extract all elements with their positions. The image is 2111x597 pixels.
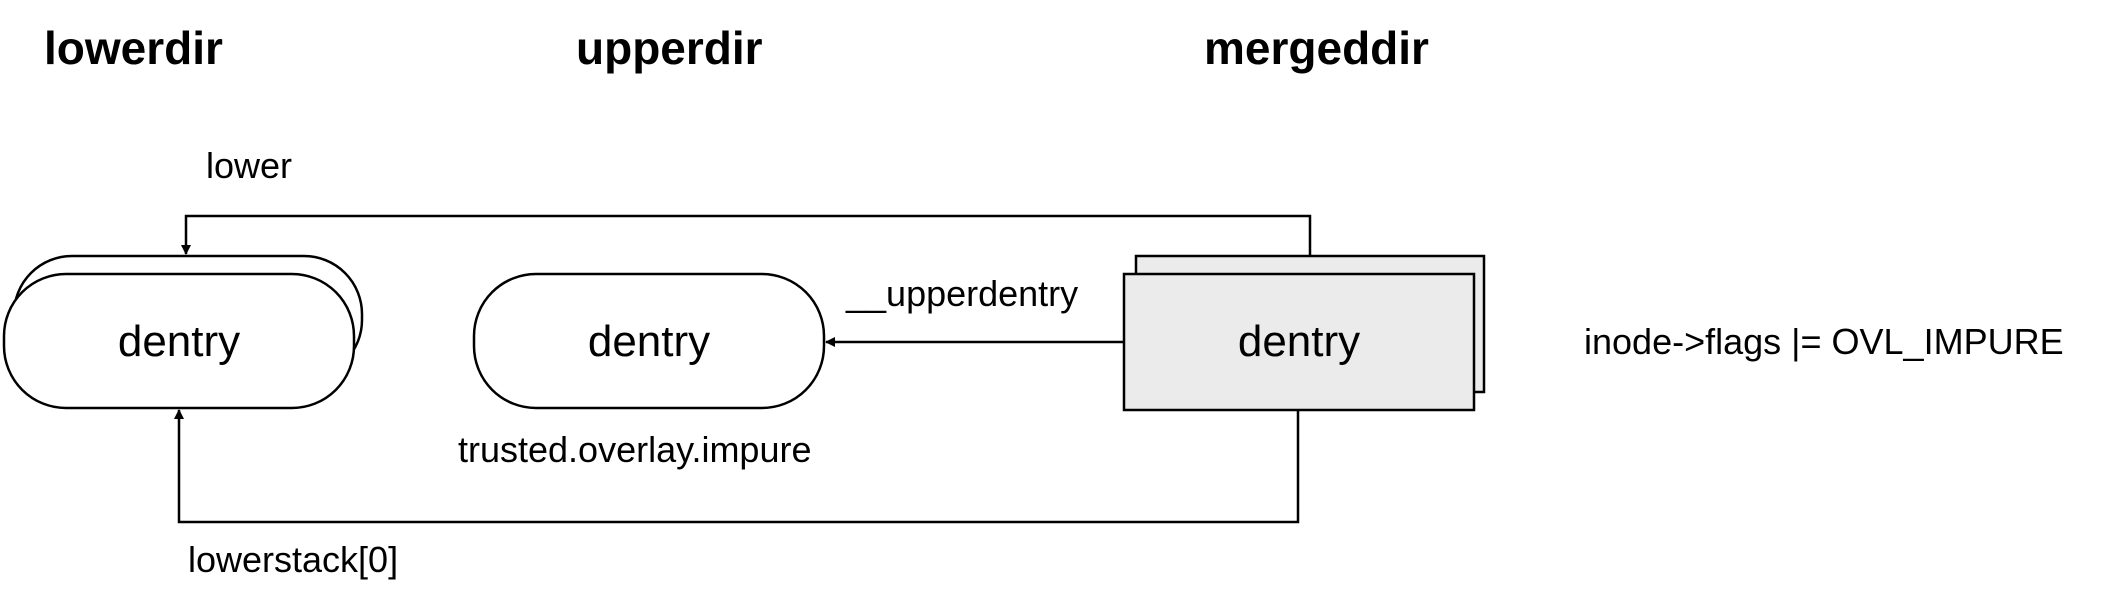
edge-upperdentry-label: __upperdentry [845, 273, 1078, 314]
lower-dentry-label: dentry [118, 317, 240, 366]
edge-lower [181, 214, 1312, 256]
upper-xattr-label: trusted.overlay.impure [458, 429, 811, 470]
lower-dentry-box [2, 272, 356, 410]
edge-lowerstack-label: lowerstack[0] [188, 539, 398, 580]
merged-dentry-label: dentry [1238, 317, 1360, 366]
heading-lowerdir: lowerdir [44, 22, 223, 74]
upper-dentry-label: dentry [588, 317, 710, 366]
edge-lowerstack [174, 409, 1300, 524]
inode-flags-label: inode->flags |= OVL_IMPURE [1584, 321, 2064, 362]
heading-upperdir: upperdir [576, 22, 763, 74]
heading-mergeddir: mergeddir [1204, 22, 1429, 74]
edge-lower-label: lower [206, 145, 292, 186]
upper-dentry-box [472, 272, 826, 410]
